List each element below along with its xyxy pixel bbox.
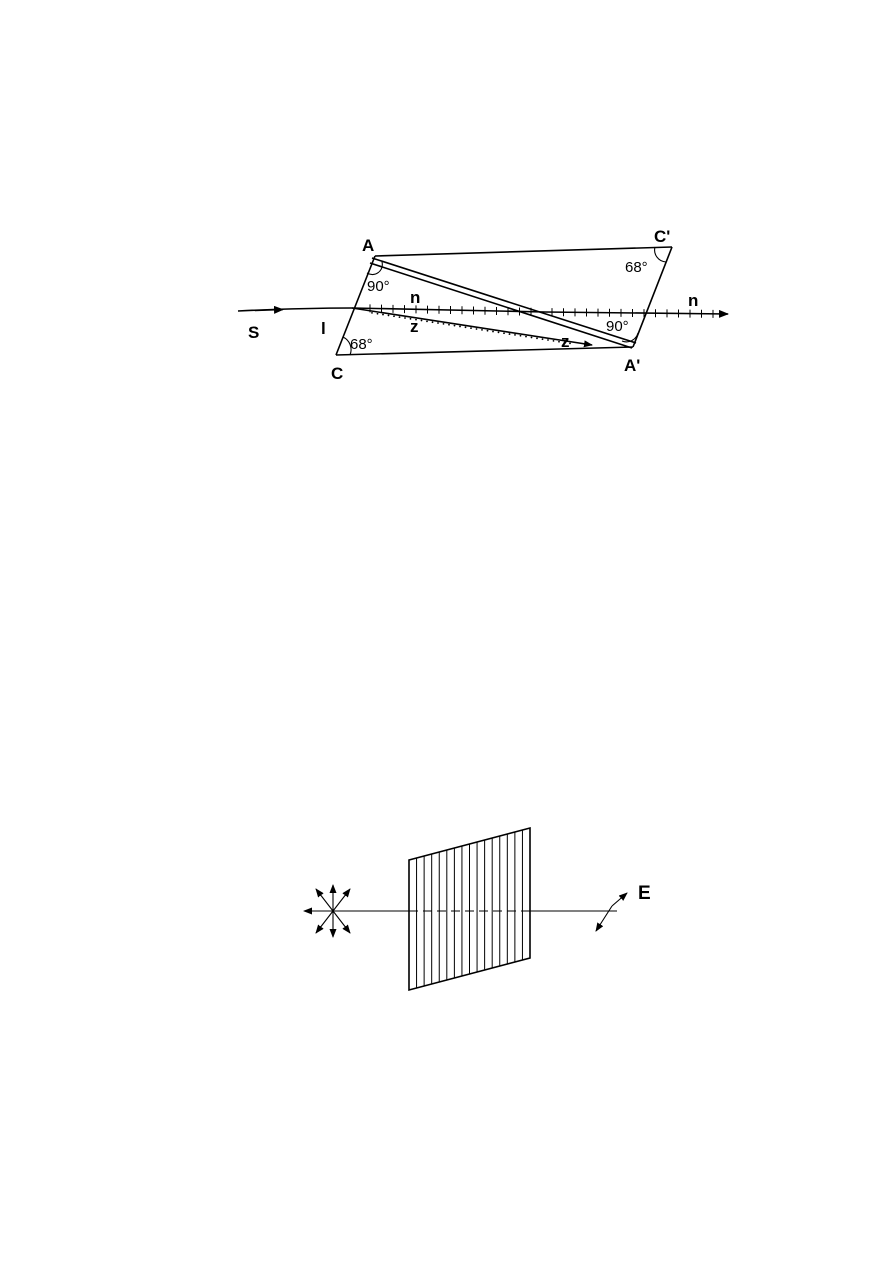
polarization-dot	[525, 335, 527, 338]
polarization-dot	[371, 311, 373, 314]
vertex-label-C: C	[331, 364, 343, 383]
star-arrow-se	[332, 910, 351, 934]
ordinary-ray-exit-ticks	[551, 308, 714, 318]
angle-label-A-prime: 90°	[606, 318, 629, 335]
polarization-dot	[481, 328, 483, 331]
polarization-dot	[508, 333, 511, 335]
ray-label-S: S	[248, 323, 259, 342]
polarization-dot	[530, 336, 533, 339]
polarization-dot	[448, 323, 450, 326]
extraordinary-ray-inside	[351, 307, 593, 348]
polarization-dot	[536, 337, 538, 340]
polarization-dot	[382, 313, 384, 316]
angle-arc-C-prime	[654, 246, 667, 263]
prism-figure: A C' C A' 90° 68° 68° 90° S l n z z n	[237, 227, 729, 383]
polarization-dot	[547, 339, 549, 341]
output-label-E: E	[638, 883, 651, 904]
polarization-dot	[492, 330, 494, 333]
ray-label-z-exit: z	[561, 332, 570, 351]
incident-arrow	[254, 305, 284, 314]
polarization-dot	[558, 340, 560, 343]
polarization-dot	[470, 327, 472, 330]
unpolarized-light-icon	[303, 884, 351, 938]
polarization-dot	[437, 322, 439, 324]
polarization-dot	[409, 317, 412, 320]
polarization-dot	[569, 342, 571, 345]
polarization-dot	[563, 341, 566, 344]
polarization-dot	[431, 321, 434, 324]
cement-layer	[369, 257, 637, 349]
polarizer-plate	[408, 826, 531, 992]
vertex-label-C-prime: C'	[654, 227, 670, 246]
ray-label-n-exit: n	[688, 291, 698, 310]
extraordinary-ray-dots	[371, 311, 571, 345]
left-edge	[335, 255, 376, 356]
polarization-dot	[486, 329, 489, 332]
polarization-dot	[459, 325, 461, 328]
polarization-dot	[541, 338, 544, 341]
angle-arc-A-prime	[621, 332, 639, 343]
prism-outline	[335, 246, 673, 356]
ordinary-ray-inside-ticks	[369, 304, 532, 316]
angle-label-C-prime: 68°	[625, 259, 648, 276]
polarization-dot	[398, 316, 401, 319]
angle-arc-A	[366, 261, 383, 276]
polarization-dot	[497, 331, 500, 334]
polarization-dot	[519, 334, 522, 337]
ray-label-l: l	[321, 319, 326, 338]
cement-line-upper	[371, 257, 637, 344]
vertex-label-A: A	[362, 236, 374, 255]
ray-label-n-inside: n	[410, 288, 420, 307]
polarization-dot	[514, 334, 516, 336]
top-edge	[374, 246, 673, 257]
polarization-dot	[552, 339, 555, 342]
polarization-dot	[442, 323, 445, 325]
polarizer-figure: E	[303, 826, 651, 992]
polarization-dot	[393, 315, 395, 318]
cement-line-lower	[369, 262, 633, 349]
polarizer-grating-lines	[416, 830, 523, 988]
polarization-dot	[464, 326, 467, 329]
polarization-dot	[475, 328, 478, 330]
polarized-output-arrow-back	[595, 905, 613, 932]
polarized-output-arrow	[611, 892, 628, 907]
ordinary-ray-exit	[544, 309, 729, 318]
angle-label-A: 90°	[367, 278, 390, 295]
angle-arc-C	[342, 336, 352, 356]
angle-label-C: 68°	[350, 336, 373, 353]
polarization-dot	[404, 317, 406, 319]
polarization-dot	[376, 312, 379, 315]
polarization-dot	[426, 320, 428, 323]
polarization-dot	[387, 314, 390, 317]
ordinary-ray-inside	[351, 307, 546, 313]
polarization-dot	[503, 332, 505, 335]
star-arrow-sw	[315, 910, 334, 934]
polarization-dot	[420, 319, 423, 322]
incident-ray	[237, 307, 353, 312]
vertex-label-A-prime: A'	[624, 356, 640, 375]
ray-label-z-inside: z	[410, 317, 419, 336]
polarization-dot	[415, 318, 417, 321]
bottom-edge	[335, 346, 634, 356]
star-arrow-ne	[332, 888, 351, 912]
star-arrow-nw	[315, 888, 334, 912]
right-edge	[632, 246, 673, 348]
polarization-dot	[453, 324, 456, 327]
